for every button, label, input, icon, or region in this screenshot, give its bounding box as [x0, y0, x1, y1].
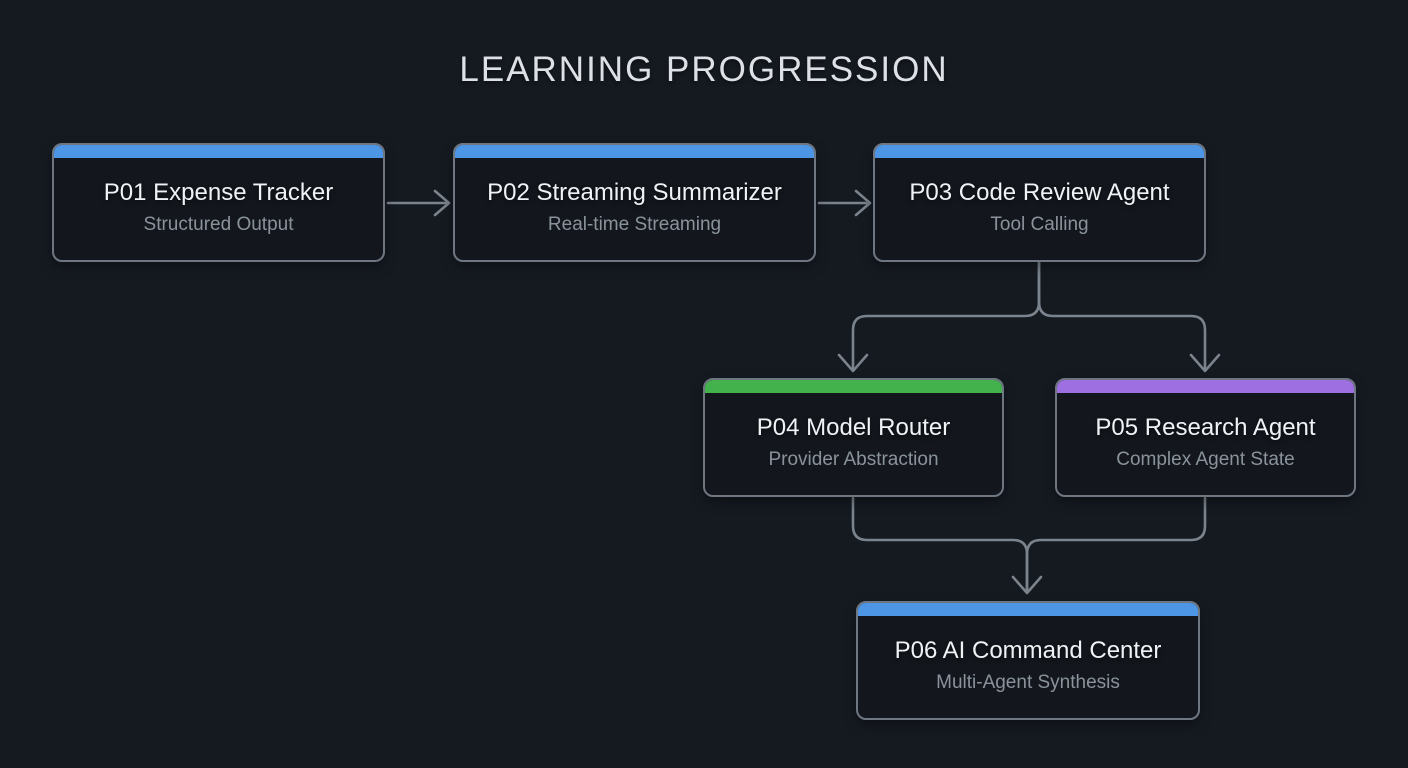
node-body: P03 Code Review Agent Tool Calling — [875, 158, 1204, 260]
accent-bar — [705, 380, 1002, 393]
diagram-title: LEARNING PROGRESSION — [459, 50, 949, 89]
node-body: P04 Model Router Provider Abstraction — [705, 393, 1002, 495]
node-subtitle: Structured Output — [143, 213, 294, 235]
node-title: P06 AI Command Center — [894, 636, 1162, 664]
node-subtitle: Multi-Agent Synthesis — [936, 671, 1120, 693]
node-body: P05 Research Agent Complex Agent State — [1057, 393, 1354, 495]
node-p01-expense-tracker: P01 Expense Tracker Structured Output — [52, 143, 385, 262]
edge-p03-p04-arrowhead — [837, 353, 869, 373]
node-subtitle: Provider Abstraction — [768, 448, 939, 470]
accent-bar — [858, 603, 1198, 616]
node-title: P02 Streaming Summarizer — [487, 178, 782, 206]
edge-p04-p06 — [851, 496, 1029, 592]
edge-merge-p06-arrowhead — [1011, 575, 1043, 595]
accent-bar — [1057, 380, 1354, 393]
node-body: P01 Expense Tracker Structured Output — [54, 158, 383, 260]
edge-p05-p06 — [1025, 496, 1207, 592]
node-title: P04 Model Router — [756, 413, 951, 441]
node-body: P06 AI Command Center Multi-Agent Synthe… — [858, 616, 1198, 718]
node-p06-ai-command-center: P06 AI Command Center Multi-Agent Synthe… — [856, 601, 1200, 720]
node-p02-streaming-summarizer: P02 Streaming Summarizer Real-time Strea… — [453, 143, 816, 262]
edge-p03-p04 — [851, 261, 1041, 370]
node-subtitle: Complex Agent State — [1116, 448, 1295, 470]
node-p05-research-agent: P05 Research Agent Complex Agent State — [1055, 378, 1356, 497]
node-title: P03 Code Review Agent — [909, 178, 1170, 206]
accent-bar — [455, 145, 814, 158]
node-body: P02 Streaming Summarizer Real-time Strea… — [455, 158, 814, 260]
node-subtitle: Real-time Streaming — [547, 213, 722, 235]
node-p03-code-review-agent: P03 Code Review Agent Tool Calling — [873, 143, 1206, 262]
accent-bar — [54, 145, 383, 158]
node-subtitle: Tool Calling — [990, 213, 1089, 235]
edge-p03-p05-arrowhead — [1189, 353, 1221, 373]
accent-bar — [875, 145, 1204, 158]
node-p04-model-router: P04 Model Router Provider Abstraction — [703, 378, 1004, 497]
edge-p01-p02-arrowhead — [433, 189, 451, 217]
node-title: P05 Research Agent — [1095, 413, 1316, 441]
node-title: P01 Expense Tracker — [103, 178, 334, 206]
edge-p03-p05 — [1037, 261, 1207, 370]
edge-p02-p03-arrowhead — [854, 189, 872, 217]
